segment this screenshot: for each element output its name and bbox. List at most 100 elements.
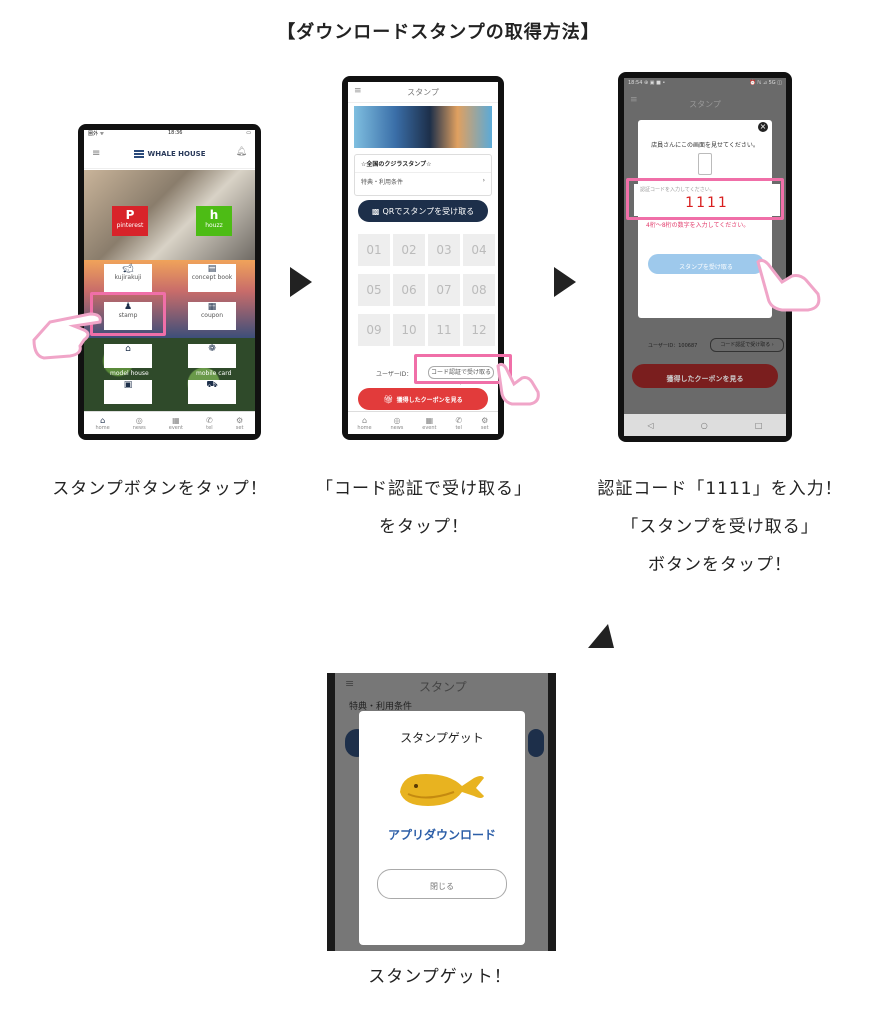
- tile-pinterest[interactable]: P pinterest: [112, 206, 148, 236]
- highlight-code-input: [626, 178, 784, 220]
- coupon-button[interactable]: 獲得したクーポンを見る: [632, 364, 778, 388]
- tab-tel[interactable]: ✆tel: [206, 416, 213, 431]
- tile-concept-book-label: concept book: [191, 274, 233, 281]
- event-icon: ❁: [208, 344, 216, 354]
- back-icon[interactable]: ◁: [647, 420, 654, 430]
- caption-line: スタンプゲット！: [368, 967, 512, 987]
- status-left: 18:54 ⊕ ▣ ■ •: [628, 80, 666, 86]
- close-button[interactable]: 閉じる: [377, 869, 507, 899]
- caption-step-4: スタンプゲット！: [290, 958, 590, 996]
- tile-stamp[interactable]: ♟ stamp: [104, 302, 152, 330]
- caption-line: スタンプボタンをタップ！: [52, 479, 268, 499]
- header-title: スタンプ: [689, 100, 721, 109]
- tile-houzz[interactable]: h houzz: [196, 206, 232, 236]
- tile-coupon-label: coupon: [200, 312, 224, 319]
- code-input-field[interactable]: 認証コードを入力してください。 1111: [634, 184, 780, 216]
- header-title: スタンプ: [419, 680, 467, 694]
- app-header: ≡ スタンプ: [624, 92, 786, 112]
- code-auth-label: コード認証で受け取る ›: [720, 342, 774, 348]
- menu-icon[interactable]: ≡: [630, 95, 638, 105]
- tab-set[interactable]: ⚙set: [481, 416, 489, 431]
- user-id-text: ユーザーID：100687: [648, 343, 698, 349]
- tab-news[interactable]: ◎news: [390, 416, 403, 431]
- coupon-button-label: 獲得したクーポンを見る: [396, 396, 463, 404]
- recents-icon[interactable]: □: [754, 420, 763, 430]
- tab-event[interactable]: ▦event: [422, 416, 436, 431]
- stamp-cell: 03: [428, 234, 460, 266]
- caption-step-1: スタンプボタンをタップ！: [20, 470, 300, 508]
- stamp-get-dialog: スタンプゲット アプリダウンロード 閉じる: [359, 711, 525, 945]
- tab-bar: ⌂home ◎news ▦event ✆tel ⚙set: [348, 411, 498, 434]
- arrow-right-icon: [554, 267, 576, 297]
- status-bar: 圏外 ᯤ 18:36 ▭: [84, 130, 255, 140]
- gift-icon: 🎁︎: [383, 394, 394, 404]
- dialog-title: 店員さんにこの画面を見せてください。: [651, 142, 759, 149]
- tab-set-label: set: [480, 424, 489, 431]
- stamp-card: ☆全国のクジラスタンプ☆ 特典・利用条件 ›: [354, 154, 492, 196]
- code-input-value: 1111: [685, 195, 729, 211]
- coupon-button[interactable]: 🎁︎ 獲得したクーポンを見る: [358, 388, 488, 410]
- highlight-code-button: [414, 354, 512, 384]
- phone-home-screen: 圏外 ᯤ 18:36 ▭ ≡ WHALE HOUSE 🔔︎ P pinteres…: [78, 124, 261, 440]
- user-id-label: ユーザーID：: [376, 371, 413, 378]
- terms-label: 特典・利用条件: [361, 179, 404, 186]
- home-screen: 圏外 ᯤ 18:36 ▭ ≡ WHALE HOUSE 🔔︎ P pinteres…: [84, 130, 255, 434]
- menu-icon[interactable]: ≡: [354, 86, 362, 96]
- tab-tel-label: tel: [206, 424, 213, 431]
- qr-icon: ▩: [371, 206, 380, 216]
- receive-stamp-button[interactable]: スタンプを受け取る: [648, 254, 764, 274]
- tab-news-label: news: [390, 424, 404, 431]
- tile-event[interactable]: ❁: [188, 344, 236, 368]
- close-icon[interactable]: ×: [758, 122, 768, 132]
- tab-news[interactable]: ◎news: [133, 416, 146, 431]
- house-icon: ⌂: [125, 344, 131, 354]
- tile-stamp-label: stamp: [118, 312, 138, 319]
- chevron-right-icon: ›: [482, 177, 485, 184]
- tile-truck[interactable]: ⛟: [188, 380, 236, 404]
- phone-icon: ✆: [206, 415, 213, 425]
- bell-icon: ◎: [135, 415, 143, 425]
- whale-stamp-icon: [400, 774, 484, 806]
- arrow-right-icon: [290, 267, 312, 297]
- stamp-cell: 09: [358, 314, 390, 346]
- caption-line: 認証コード「1111」を入力！: [597, 479, 843, 499]
- tab-set-label: set: [235, 424, 244, 431]
- terms-label: 特典・利用条件: [349, 702, 413, 712]
- bell-icon[interactable]: 🔔︎: [235, 147, 247, 157]
- caption-line: ボタンをタップ！: [648, 555, 792, 575]
- tile-coupon[interactable]: ▦ coupon: [188, 302, 236, 330]
- qr-button-behind-right: [528, 729, 544, 757]
- tab-news-label: news: [132, 424, 146, 431]
- menu-icon[interactable]: ≡: [345, 677, 355, 690]
- tile-model-house[interactable]: ⌂: [104, 344, 152, 368]
- home-circle-icon[interactable]: ○: [700, 420, 708, 430]
- card-title: ☆全国のクジラスタンプ☆: [361, 161, 432, 168]
- tab-home[interactable]: ⌂home: [96, 416, 110, 431]
- dialog-title: スタンプゲット: [400, 731, 484, 745]
- menu-icon[interactable]: ≡: [92, 148, 101, 159]
- tab-home[interactable]: ⌂home: [357, 416, 371, 431]
- error-message: 4桁〜8桁の数字を入力してください。: [646, 222, 750, 229]
- tab-event[interactable]: ▦event: [169, 416, 183, 431]
- tab-tel[interactable]: ✆tel: [455, 416, 462, 431]
- building-icon: ▣: [123, 380, 133, 390]
- calendar-icon: ▦: [425, 415, 434, 425]
- tile-mobile-card[interactable]: ▣: [104, 380, 152, 404]
- close-button-label: 閉じる: [430, 882, 454, 891]
- app-header: ≡ スタンプ: [348, 82, 498, 103]
- status-left: 圏外 ᯤ: [88, 131, 105, 137]
- caption-line: 「コード認証で受け取る」: [316, 479, 532, 499]
- model-house-label: model house: [110, 370, 149, 377]
- tile-kujirakuji[interactable]: 🐋︎ kujirakuji: [104, 264, 152, 292]
- qr-receive-button[interactable]: ▩ QRでスタンプを受け取る: [358, 200, 488, 222]
- stamp-cell: 11: [428, 314, 460, 346]
- pointing-hand-icon: [496, 362, 540, 406]
- tab-set[interactable]: ⚙set: [236, 416, 244, 431]
- page-title: 【ダウンロードスタンプの取得方法】: [277, 22, 600, 43]
- android-nav-bar: ◁ ○ □: [624, 414, 786, 436]
- terms-row[interactable]: 特典・利用条件 ›: [355, 172, 491, 190]
- tile-concept-book[interactable]: ▤ concept book: [188, 264, 236, 292]
- stamp-card-banner: [354, 106, 492, 148]
- stamp-screen: ≡ スタンプ ☆全国のクジラスタンプ☆ 特典・利用条件 › ▩ QRでスタンプを…: [348, 82, 498, 434]
- code-auth-button[interactable]: コード認証で受け取る ›: [710, 338, 784, 352]
